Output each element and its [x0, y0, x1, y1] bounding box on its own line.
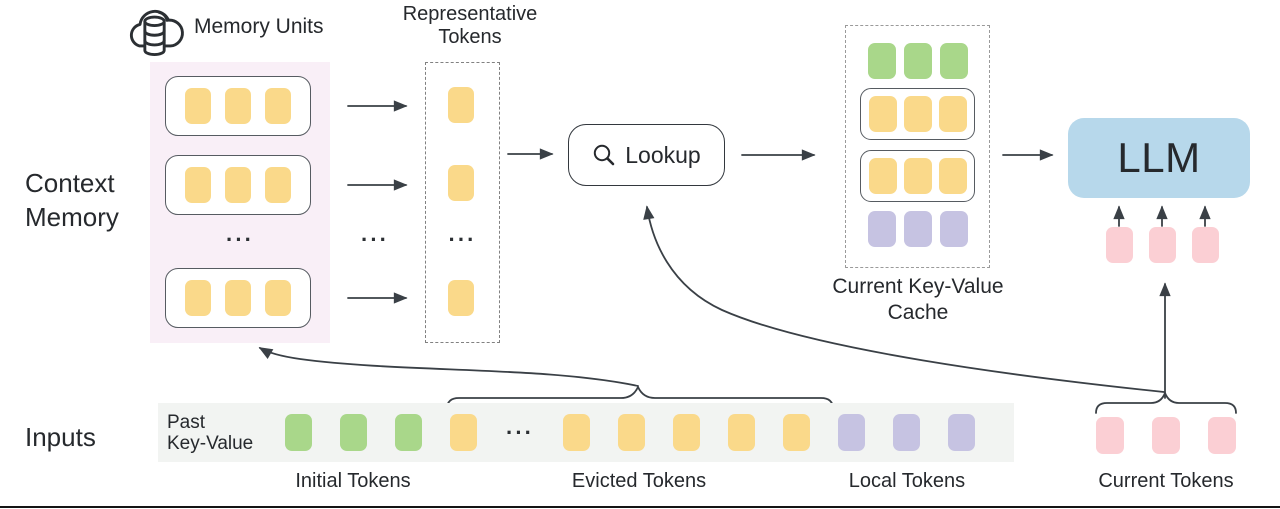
- pink-token: [1106, 227, 1133, 263]
- llm-label: LLM: [1117, 134, 1201, 181]
- yellow-token: [903, 96, 932, 132]
- past-key-value-strip: Past Key-Value ···: [158, 403, 1014, 462]
- ellipsis: ···: [506, 419, 534, 445]
- memory-units-label: Memory Units: [194, 15, 324, 38]
- yellow-token: [938, 96, 967, 132]
- yellow-token: [185, 280, 211, 316]
- yellow-token: [783, 414, 810, 451]
- memory-unit-row: [165, 268, 311, 328]
- context-memory-panel: [150, 62, 330, 343]
- past-key-value-label: Past Key-Value: [167, 412, 257, 454]
- yellow-token: [903, 158, 932, 194]
- yellow-token: [185, 167, 211, 203]
- lookup-label: Lookup: [625, 141, 701, 168]
- representative-token-slot: [448, 165, 474, 201]
- llm-box: LLM: [1068, 118, 1250, 198]
- green-token: [340, 414, 367, 451]
- green-token: [939, 43, 968, 79]
- purple-token: [867, 211, 896, 247]
- yellow-token: [448, 165, 474, 201]
- initial-tokens-label: Initial Tokens: [295, 470, 411, 492]
- purple-token: [948, 414, 975, 451]
- purple-token: [939, 211, 968, 247]
- yellow-token: [225, 167, 251, 203]
- representative-token-slot: [448, 87, 474, 123]
- search-icon: [594, 144, 615, 166]
- evicted-tokens-label: Evicted Tokens: [571, 470, 707, 492]
- cache-purple-row: [846, 211, 989, 247]
- representative-tokens-label-line1: Representative: [402, 3, 538, 25]
- yellow-token: [265, 88, 291, 124]
- ellipsis: ···: [448, 227, 477, 252]
- cloud-database-icon: [129, 9, 184, 57]
- cache-memory-unit: [860, 150, 975, 202]
- llm-input-tokens: [1106, 227, 1219, 263]
- yellow-token: [448, 87, 474, 123]
- yellow-token: [673, 414, 700, 451]
- representative-tokens-label-line2: Tokens: [438, 26, 502, 48]
- yellow-token: [185, 88, 211, 124]
- yellow-token: [618, 414, 645, 451]
- purple-token: [893, 414, 920, 451]
- yellow-token: [450, 414, 477, 451]
- purple-token: [903, 211, 932, 247]
- local-tokens-label: Local Tokens: [848, 470, 966, 492]
- between-ellipsis: ···: [352, 228, 398, 252]
- green-token: [285, 414, 312, 451]
- ellipsis: ···: [226, 227, 254, 252]
- yellow-token: [938, 158, 967, 194]
- brace-current-tokens: [1095, 392, 1237, 414]
- current-tokens-group: [1096, 417, 1236, 454]
- yellow-token: [448, 280, 474, 316]
- yellow-token: [265, 167, 291, 203]
- figure-bottom-rule: [0, 506, 1280, 508]
- context-memory-label-line2: Memory: [25, 202, 119, 232]
- pink-token: [1152, 417, 1180, 454]
- cache-green-row: [846, 43, 989, 79]
- representative-token-slot: [448, 280, 474, 316]
- yellow-token: [868, 158, 897, 194]
- current-tokens-label: Current Tokens: [1098, 470, 1234, 492]
- yellow-token: [225, 280, 251, 316]
- ellipsis: ···: [361, 227, 389, 252]
- context-memory-label-line1: Context: [25, 168, 115, 198]
- purple-token: [838, 414, 865, 451]
- current-kv-cache-label-line1: Current Key-Value: [832, 275, 1004, 298]
- lookup-button: Lookup: [568, 124, 725, 186]
- current-kv-cache-label: Current Key-Value Cache: [808, 274, 1028, 326]
- green-token: [867, 43, 896, 79]
- pink-token: [1208, 417, 1236, 454]
- yellow-token: [563, 414, 590, 451]
- memory-unit-row: [165, 76, 311, 136]
- pink-token: [1192, 227, 1219, 263]
- past-key-value-label-line1: Past: [167, 411, 206, 433]
- yellow-token: [868, 96, 897, 132]
- arrow-evicted-to-memory: [258, 347, 639, 387]
- yellow-token: [265, 280, 291, 316]
- yellow-token: [728, 414, 755, 451]
- yellow-token: [225, 88, 251, 124]
- inputs-label: Inputs: [25, 422, 96, 452]
- representative-ellipsis: ···: [425, 228, 500, 252]
- representative-tokens-label: Representative Tokens: [395, 3, 545, 49]
- current-kv-cache-label-line2: Cache: [887, 301, 949, 324]
- past-key-value-label-line2: Key-Value: [167, 432, 254, 454]
- memory-unit-row: [165, 155, 311, 215]
- cache-memory-unit: [860, 88, 975, 140]
- pink-token: [1096, 417, 1124, 454]
- green-token: [903, 43, 932, 79]
- context-memory-label: Context Memory: [25, 166, 119, 234]
- memory-panel-ellipsis: ···: [150, 228, 330, 252]
- pink-token: [1149, 227, 1176, 263]
- green-token: [395, 414, 422, 451]
- current-kv-cache-box: [845, 25, 990, 268]
